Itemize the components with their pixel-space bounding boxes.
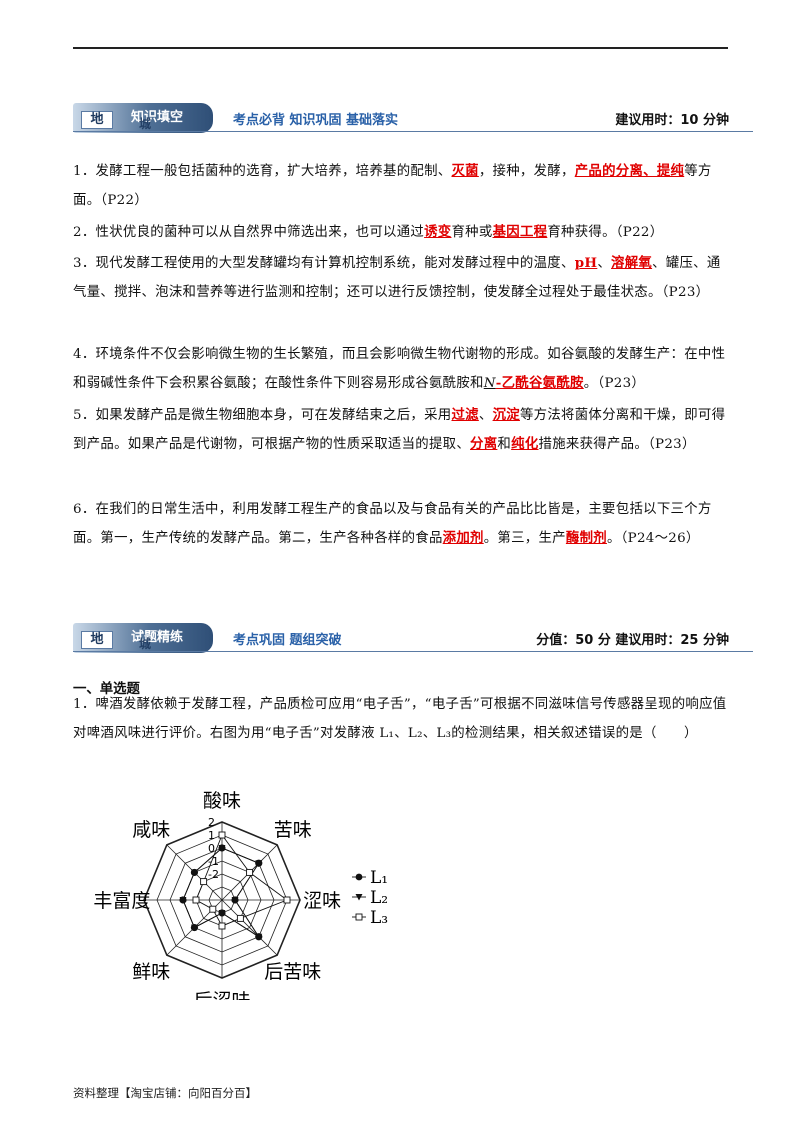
radar-axis-label: 涩味 <box>303 890 341 912</box>
radar-spoke <box>221 899 278 956</box>
answer: 产品的分离、提纯 <box>574 163 685 179</box>
banner-box: 地 <box>81 111 113 129</box>
answer: 添加剂 <box>442 530 484 546</box>
answer: 溶解氧 <box>611 255 653 271</box>
banner-title: 知识填空 <box>131 110 184 125</box>
radar-point <box>283 896 291 904</box>
radar-point <box>200 878 208 886</box>
radar-point <box>190 869 198 876</box>
banner-tagline: 考点巩固 题组突破 <box>233 633 342 648</box>
radar-axis-label: 丰富度 <box>93 890 150 912</box>
fill-item-5: 5．如果发酵产品是微生物细胞本身，可在发酵结束之后，采用过滤、沉淀等方法将菌体分… <box>73 407 726 452</box>
radar-point <box>209 905 217 913</box>
answer: pH <box>574 255 598 271</box>
banner-box: 地 <box>81 631 113 649</box>
legend-marker <box>355 873 363 881</box>
banner-score-time: 分值：50 分 建议用时：25 分钟 <box>536 633 729 648</box>
radar-chart: 酸味苦味涩味后苦味后涩味 鲜味 丰富度 咸味 210-1-2 <box>93 790 341 1000</box>
section-banner-knowledge: 地 知识填空 城 考点必背 知识巩固 基础落实 建议用时：10 分钟 <box>73 103 753 133</box>
radar-axis-label: 酸味 <box>203 790 241 812</box>
radar-point <box>192 896 200 904</box>
banner-tab: 地 试题精练 城 <box>73 623 213 653</box>
section-heading: 一、单选题 <box>73 681 140 697</box>
banner-time: 建议用时：10 分钟 <box>615 113 729 128</box>
banner-subtitle: 城 <box>139 637 152 651</box>
italic-n: N <box>483 376 496 391</box>
radar-point <box>255 933 263 941</box>
answer: 酶制剂 <box>565 530 607 546</box>
radar-point <box>218 922 226 930</box>
banner-title: 试题精练 <box>131 630 184 645</box>
answer: 基因工程 <box>492 224 548 240</box>
fill-item-2: 2．性状优良的菌种可以从自然界中筛选出来，也可以通过诱变育种或基因工程育种获得。… <box>73 224 664 240</box>
banner-underline <box>73 131 753 132</box>
banner-tab: 地 知识填空 城 <box>73 103 213 133</box>
radar-series <box>179 831 291 941</box>
footer: 资料整理【淘宝店铺：向阳百分百】 <box>73 1086 257 1100</box>
answer: 诱变 <box>424 224 452 240</box>
answer: -乙酰谷氨酰胺 <box>495 375 584 391</box>
radar-axis-label: 咸味 <box>132 819 170 841</box>
legend-marker <box>355 894 363 901</box>
radar-point <box>255 860 263 867</box>
radar-axis-label: 后苦味 <box>264 961 321 983</box>
fill-item-6: 6．在我们的日常生活中，利用发酵工程生产的食品以及与食品有关的产品比比皆是，主要… <box>73 502 712 546</box>
radar-tick-label: 0 <box>208 842 215 855</box>
radar-tick-label: -1 <box>208 855 219 868</box>
question-1: 1．啤酒发酵依赖于发酵工程，产品质检可应用“电子舌”，“电子舌”可根据不同滋味信… <box>73 697 727 741</box>
radar-point <box>190 924 198 932</box>
radar-point <box>246 868 254 876</box>
radar-tick-label: 2 <box>208 816 215 829</box>
legend-label: L₂ <box>370 888 388 908</box>
radar-axis-label: 苦味 <box>274 819 312 841</box>
fill-item-4: 4．环境条件不仅会影响微生物的生长繁殖，而且会影响微生物代谢物的形成。如谷氨酸的… <box>73 347 726 391</box>
radar-point <box>179 897 187 904</box>
top-rule <box>73 47 728 49</box>
radar-point <box>231 897 239 904</box>
radar-ticks: 210-1-2 <box>208 816 219 881</box>
answer: 灭菌 <box>451 163 479 179</box>
section-banner-practice: 地 试题精练 城 考点巩固 题组突破 分值：50 分 建议用时：25 分钟 <box>73 623 753 653</box>
radar-axis-label: 鲜味 <box>132 961 170 983</box>
legend-marker <box>355 913 363 921</box>
radar-labels: 酸味苦味涩味后苦味后涩味 鲜味 丰富度 咸味 <box>93 790 341 1000</box>
radar-point <box>218 910 226 917</box>
fill-item-3: 3．现代发酵工程使用的大型发酵罐均有计算机控制系统，能对发酵过程中的温度、pH、… <box>73 255 721 300</box>
radar-point <box>218 845 226 852</box>
radar-point <box>218 831 226 839</box>
answer: 沉淀 <box>492 407 520 423</box>
radar-tick-label: -2 <box>208 868 219 881</box>
legend-label: L₃ <box>370 908 388 928</box>
banner-subtitle: 城 <box>139 117 152 131</box>
answer: 纯化 <box>511 436 539 452</box>
banner-underline <box>73 651 753 652</box>
radar-point <box>236 914 244 922</box>
radar-axis-label: 后涩味 <box>193 990 250 1000</box>
answer: 分离 <box>470 436 498 452</box>
fill-item-1: 1．发酵工程一般包括菌种的选育，扩大培养，培养基的配制、灭菌，接种，发酵，产品的… <box>73 163 712 208</box>
answer: 过滤 <box>451 407 479 423</box>
legend-label: L₁ <box>370 868 388 888</box>
banner-tagline: 考点必背 知识巩固 基础落实 <box>233 113 399 128</box>
radar-tick-label: 1 <box>208 829 215 842</box>
